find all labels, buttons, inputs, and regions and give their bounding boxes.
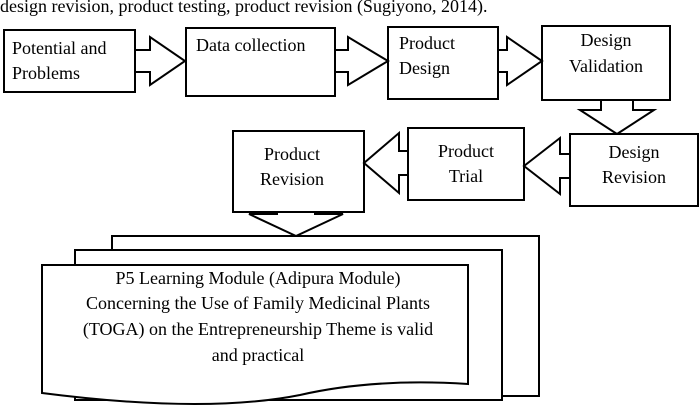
label-product-design-1: Product xyxy=(399,33,455,53)
step-box-design-validation xyxy=(541,25,671,101)
label-design-validation-2: Validation xyxy=(569,56,643,76)
label-product-revision-2: Revision xyxy=(260,169,324,189)
label-product-trial-1: Product xyxy=(438,141,494,161)
step-box-potential xyxy=(3,29,136,93)
result-line-4: and practical xyxy=(212,345,304,365)
label-product-trial-2: Trial xyxy=(449,166,483,186)
arrow-left-1 xyxy=(522,135,571,197)
label-design-revision-2: Revision xyxy=(602,167,666,187)
result-line-2: Concerning the Use of Family Medicinal P… xyxy=(86,293,430,313)
arrow-right-2 xyxy=(334,35,390,87)
result-line-1: P5 Learning Module (Adipura Module) xyxy=(116,268,401,289)
label-product-revision-1: Product xyxy=(264,144,320,164)
result-line-3: (TOGA) on the Entrepreneurship Theme is … xyxy=(83,319,433,340)
step-box-data-collection xyxy=(185,27,336,97)
caption-top: design revision, product testing, produc… xyxy=(0,0,487,17)
step-box-design-revision xyxy=(569,133,699,207)
label-design-revision-1: Design xyxy=(609,142,660,162)
label-product-design-2: Design xyxy=(399,58,450,78)
arrow-left-2 xyxy=(362,130,409,196)
label-data-collection: Data collection xyxy=(196,35,305,55)
label-design-validation-1: Design xyxy=(581,30,632,50)
arrow-down-revision xyxy=(248,211,344,238)
arrow-right-3 xyxy=(497,35,544,87)
label-potential-1: Potential and xyxy=(12,38,106,58)
step-box-product-revision xyxy=(232,130,365,213)
step-box-product-design xyxy=(387,26,499,100)
step-box-product-trial xyxy=(407,127,525,201)
label-potential-2: Problems xyxy=(12,63,80,83)
result-page-front xyxy=(41,264,469,406)
arrow-down-validation xyxy=(576,99,658,136)
arrow-right-1 xyxy=(134,35,187,87)
